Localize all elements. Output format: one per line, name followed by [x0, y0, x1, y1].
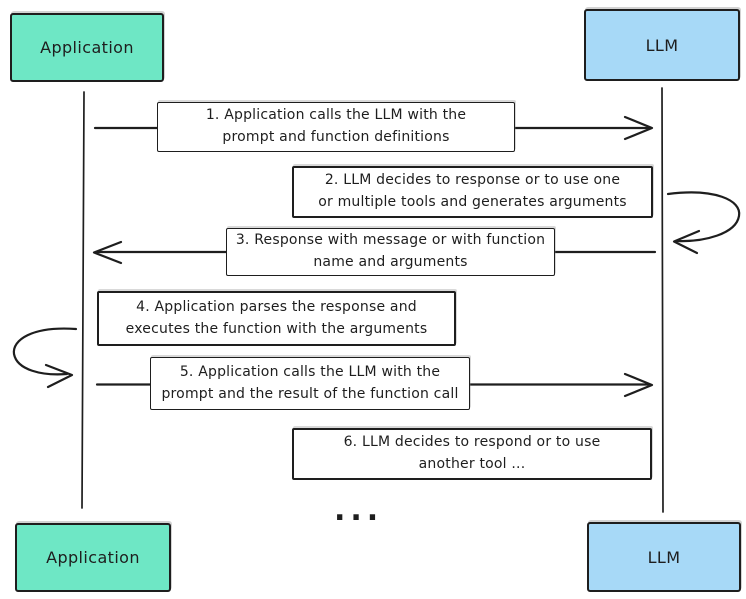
step-2-line-2: or multiple tools and generates argument…: [318, 194, 627, 210]
message-3-line-1: 3. Response with message or with functio…: [235, 232, 546, 249]
step-6-line-2: another tool ...: [418, 456, 526, 472]
step-4-line-1: 4. Application parses the response and: [136, 298, 417, 315]
actor-llm-bottom: LLM: [587, 522, 741, 592]
actor-application-bottom-label: Application: [46, 548, 140, 567]
continuation-ellipsis: ...: [334, 493, 384, 528]
message-3-label: 3. Response with message or with functio…: [226, 228, 555, 276]
actor-application-top: Application: [10, 13, 164, 82]
lifeline-llm: [661, 87, 664, 513]
message-5-label: 5. Application calls the LLM with the pr…: [150, 357, 470, 410]
actor-llm-bottom-label: LLM: [647, 547, 681, 567]
actor-llm-top: LLM: [584, 9, 740, 81]
actor-application-bottom: Application: [15, 523, 171, 592]
message-1-label: 1. Application calls the LLM with the pr…: [157, 102, 515, 152]
step-4-application-parses: 4. Application parses the response and e…: [97, 291, 456, 346]
step-6-llm-decides: 6. LLM decides to respond or to use anot…: [292, 428, 652, 480]
self-loop-llm-icon: [666, 191, 741, 255]
lifeline-application: [81, 91, 85, 509]
actor-application-top-label: Application: [40, 38, 134, 57]
message-3-line-2: name and arguments: [313, 254, 468, 270]
step-4-line-2: executes the function with the arguments: [125, 320, 428, 337]
message-1-line-1: 1. Application calls the LLM with the: [205, 107, 467, 124]
step-2-line-1: 2. LLM decides to response or to use one: [324, 172, 621, 189]
message-5-line-1: 5. Application calls the LLM with the: [179, 363, 441, 380]
message-1-line-2: prompt and function definitions: [222, 129, 450, 145]
message-5-line-2: prompt and the result of the function ca…: [161, 385, 459, 402]
self-loop-application-icon: [12, 327, 78, 389]
actor-llm-top-label: LLM: [645, 35, 679, 55]
step-6-line-1: 6. LLM decides to respond or to use: [343, 434, 601, 451]
step-2-llm-decides: 2. LLM decides to response or to use one…: [292, 166, 653, 218]
